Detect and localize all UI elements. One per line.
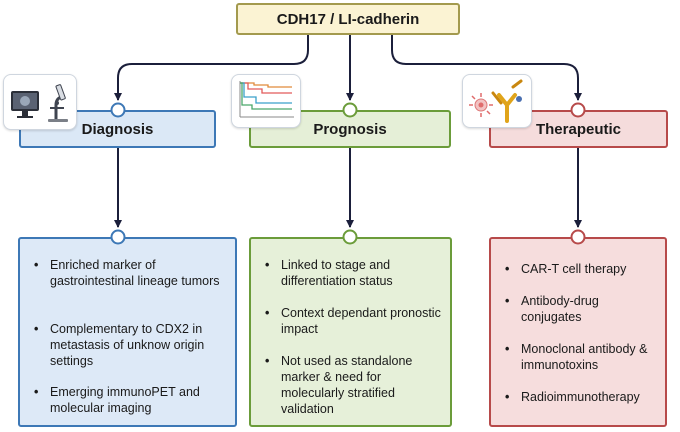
list-item: Enriched marker of gastrointestinal line… [34, 257, 229, 289]
list-item: Context dependant pronostic impact [265, 305, 444, 337]
list-item: Radioimmunotherapy [505, 389, 659, 405]
list-item: Complementary to CDX2 in metastasis of u… [34, 321, 229, 369]
root-title: CDH17 / LI-cadherin [276, 10, 420, 28]
diagnosis-card: Enriched marker of gastrointestinal line… [18, 237, 237, 427]
list-item: Emerging immunoPET and molecular imaging [34, 384, 229, 416]
therapeutic-card: CAR-T cell therapy Antibody-drug conjuga… [489, 237, 667, 427]
prognosis-title: Prognosis [313, 120, 387, 138]
list-item: Linked to stage and differentiation stat… [265, 257, 444, 289]
root-node: CDH17 / LI-cadherin [236, 3, 460, 35]
diagnosis-title: Diagnosis [81, 120, 154, 138]
microscope-and-monitor-icon [3, 74, 77, 130]
list-item: CAR-T cell therapy [505, 261, 659, 277]
antibody-icon [462, 74, 532, 128]
therapeutic-title: Therapeutic [535, 120, 622, 138]
connector-root-to-diagnosis [114, 35, 309, 101]
list-item: Not used as standalone marker & need for… [265, 353, 444, 417]
survival-curve-icon [231, 74, 301, 128]
list-item: Monoclonal antibody & immunotoxins [505, 341, 659, 373]
list-item: Antibody-drug conjugates [505, 293, 659, 325]
connector-root-to-therapeutic [391, 35, 582, 101]
prognosis-card: Linked to stage and differentiation stat… [249, 237, 452, 427]
